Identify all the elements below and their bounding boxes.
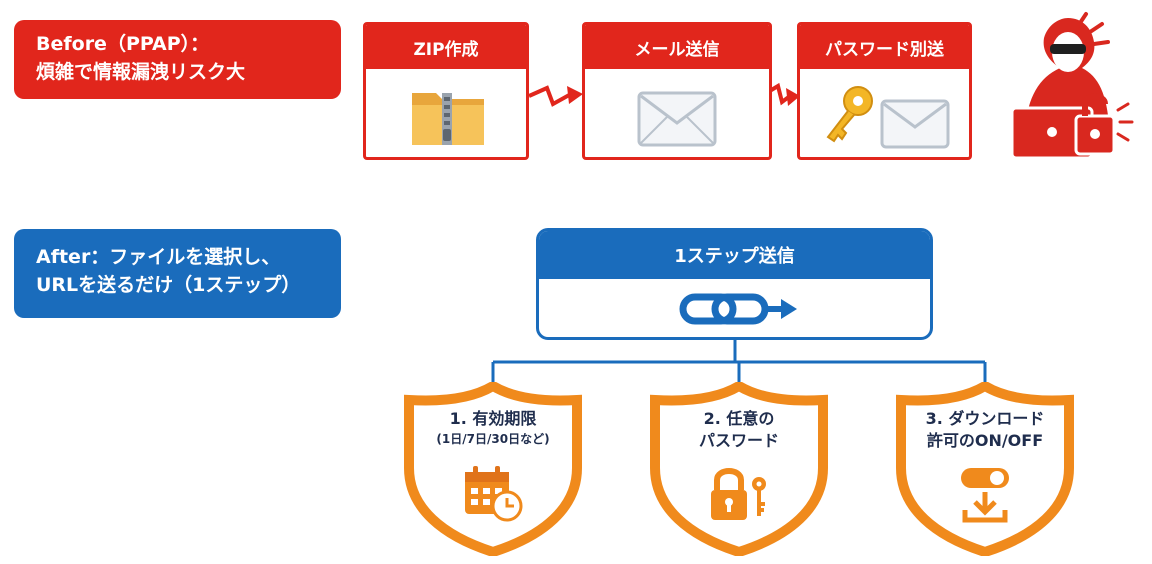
hacker-icon (1010, 12, 1134, 160)
lightning-arrow-2 (766, 82, 800, 106)
lightning-arrow-1 (528, 85, 583, 107)
step-password-title: パスワード別送 (800, 25, 969, 69)
feature-password-line2: パスワード (698, 431, 779, 450)
feature-download-toggle: 3. ダウンロード 許可のON/OFF (895, 382, 1075, 556)
one-step-send-box: 1ステップ送信 (536, 228, 933, 340)
step-mail: メール送信 (582, 22, 772, 160)
feature-expiry-title: 1. 有効期限 (449, 409, 537, 428)
step-mail-title: メール送信 (585, 25, 769, 69)
toggle-download-icon (961, 468, 1009, 523)
step-password: パスワード別送 (797, 22, 972, 160)
padlock-key-icon (711, 468, 766, 520)
feature-expiry-sub: (1日/7日/30日など) (436, 432, 550, 446)
shield-2-shape (650, 382, 828, 556)
envelope-icon (637, 91, 717, 147)
step-zip-title: ZIP作成 (366, 25, 526, 69)
step-zip: ZIP作成 (363, 22, 529, 160)
zip-folder-icon (412, 93, 484, 145)
before-label-line2: 煩雑で情報漏洩リスク大 (36, 61, 246, 83)
calendar-clock-icon (465, 466, 523, 522)
after-label-line2: URLを送るだけ（1ステップ） (36, 274, 301, 296)
link-arrow-icon (679, 293, 797, 325)
feature-download-line2: 許可のON/OFF (926, 431, 1044, 450)
before-label: Before（PPAP）： 煩雑で情報漏洩リスク大 (14, 20, 341, 99)
feature-password-line1: 2. 任意の (703, 409, 775, 428)
before-label-line1: Before（PPAP）： (36, 33, 210, 55)
shield-1-shape (404, 382, 582, 556)
after-label-line1: After：ファイルを選択し、 (36, 246, 281, 268)
key-envelope-icon (826, 86, 950, 149)
feature-download-line1: 3. ダウンロード (925, 409, 1045, 428)
after-label: After：ファイルを選択し、 URLを送るだけ（1ステップ） (14, 229, 341, 318)
one-step-send-title: 1ステップ送信 (539, 231, 930, 279)
feature-password: 2. 任意の パスワード (649, 382, 829, 556)
feature-expiry: 1. 有効期限 (1日/7日/30日など) (403, 382, 583, 556)
